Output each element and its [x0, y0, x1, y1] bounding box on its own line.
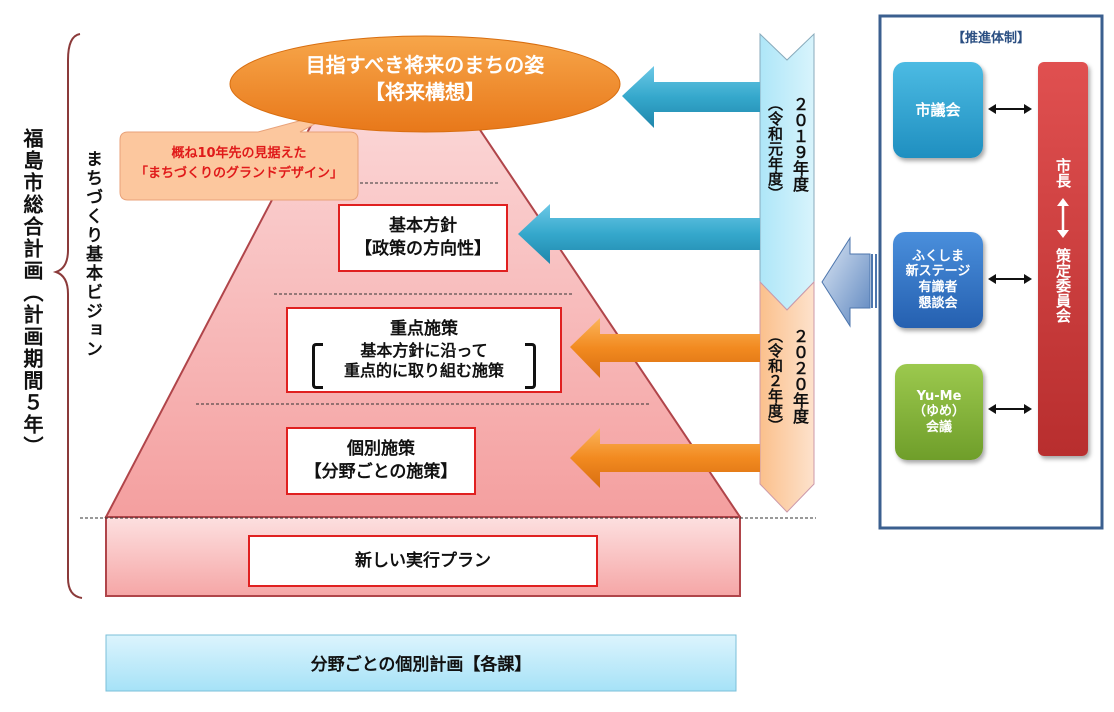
- panel-line-4: 懇談会: [918, 295, 958, 311]
- yume-line-3: 会議: [925, 419, 952, 435]
- city-council-label: 市議会: [915, 101, 961, 119]
- priority-measures-box: 重点施策 基本方針に沿って 重点的に取り組む施策: [286, 307, 562, 393]
- individual-measures-subtitle: 【分野ごとの施策】: [304, 462, 458, 482]
- priority-measures-desc-2: 重点的に取り組む施策: [343, 360, 504, 380]
- yume-line-1: Yu-Me: [916, 388, 962, 404]
- arrow-to-priority-measures: [570, 318, 760, 378]
- vision-ellipse: [229, 35, 621, 133]
- individual-measures-box: 個別施策 【分野ごとの施策】: [286, 427, 476, 495]
- vision-subtitle: 【将来構想】: [365, 80, 485, 104]
- double-arrow-icon: [988, 104, 1032, 114]
- yume-council-box: Yu-Me （ゆめ） 会議: [895, 364, 983, 460]
- callout-line2: 「まちづくりのグランドデザイン」: [134, 165, 343, 181]
- vision-text: 目指すべき将来のまちの姿 【将来構想】: [240, 52, 610, 106]
- curly-bracket: [52, 33, 83, 599]
- panel-line-3: 有識者: [918, 280, 958, 295]
- arrow-to-individual-measures: [570, 428, 760, 488]
- priority-measures-title: 重点施策: [390, 319, 458, 340]
- committee-label: 策定委員会: [1054, 248, 1072, 323]
- fukushima-panel-box: ふくしま 新ステージ 有識者 懇談会: [893, 232, 983, 328]
- plan-title: 福島市総合計画（計画期間５年）: [20, 128, 44, 458]
- basic-policy-title: 基本方針: [389, 216, 457, 237]
- individual-measures-title: 個別施策: [347, 439, 415, 460]
- up-down-arrow-icon: [1057, 198, 1069, 238]
- priority-measures-desc-1: 基本方針に沿って: [360, 340, 488, 360]
- vision-label: まちづくり基本ビジョン: [82, 150, 102, 359]
- arrow-from-organization: [821, 236, 871, 328]
- year-band-2020: [759, 280, 815, 513]
- mayor-committee-box: 市長 策定委員会: [1038, 62, 1088, 456]
- organization-title: 【推進体制】: [951, 31, 1030, 46]
- execution-plan-label: 新しい実行プラン: [355, 550, 491, 571]
- right-bracket: [525, 343, 536, 389]
- era-2020-label: （令和２年度）: [766, 328, 784, 433]
- callout-bubble: [119, 109, 359, 201]
- arrow-to-vision: [622, 66, 760, 128]
- left-bracket: [312, 343, 323, 389]
- panel-line-1: ふくしま: [911, 248, 964, 264]
- bottom-bar: [105, 634, 737, 692]
- basic-policy-box: 基本方針 【政策の方向性】: [338, 204, 508, 272]
- year-2020-label: ２０２０年度: [790, 328, 809, 424]
- arrow-to-basic-policy: [518, 204, 760, 264]
- double-arrow-icon: [988, 274, 1032, 284]
- callout-line1: 概ね10年先の見据えた: [171, 146, 307, 161]
- execution-plan-box: 新しい実行プラン: [248, 535, 598, 587]
- bottom-bar-label: 分野ごとの個別計画【各課】: [310, 655, 532, 675]
- basic-policy-subtitle: 【政策の方向性】: [355, 239, 491, 259]
- double-arrow-icon: [988, 404, 1032, 414]
- vision-title: 目指すべき将来のまちの姿: [305, 53, 545, 77]
- city-council-box: 市議会: [893, 62, 983, 158]
- era-2019-label: （令和元年度）: [766, 96, 784, 201]
- year-2019-label: ２０１９年度: [790, 96, 809, 192]
- callout-text: 概ね10年先の見据えた 「まちづくりのグランドデザイン」: [120, 144, 358, 183]
- yume-line-2: （ゆめ）: [912, 404, 965, 420]
- panel-line-2: 新ステージ: [905, 264, 971, 280]
- mayor-label: 市長: [1054, 158, 1072, 188]
